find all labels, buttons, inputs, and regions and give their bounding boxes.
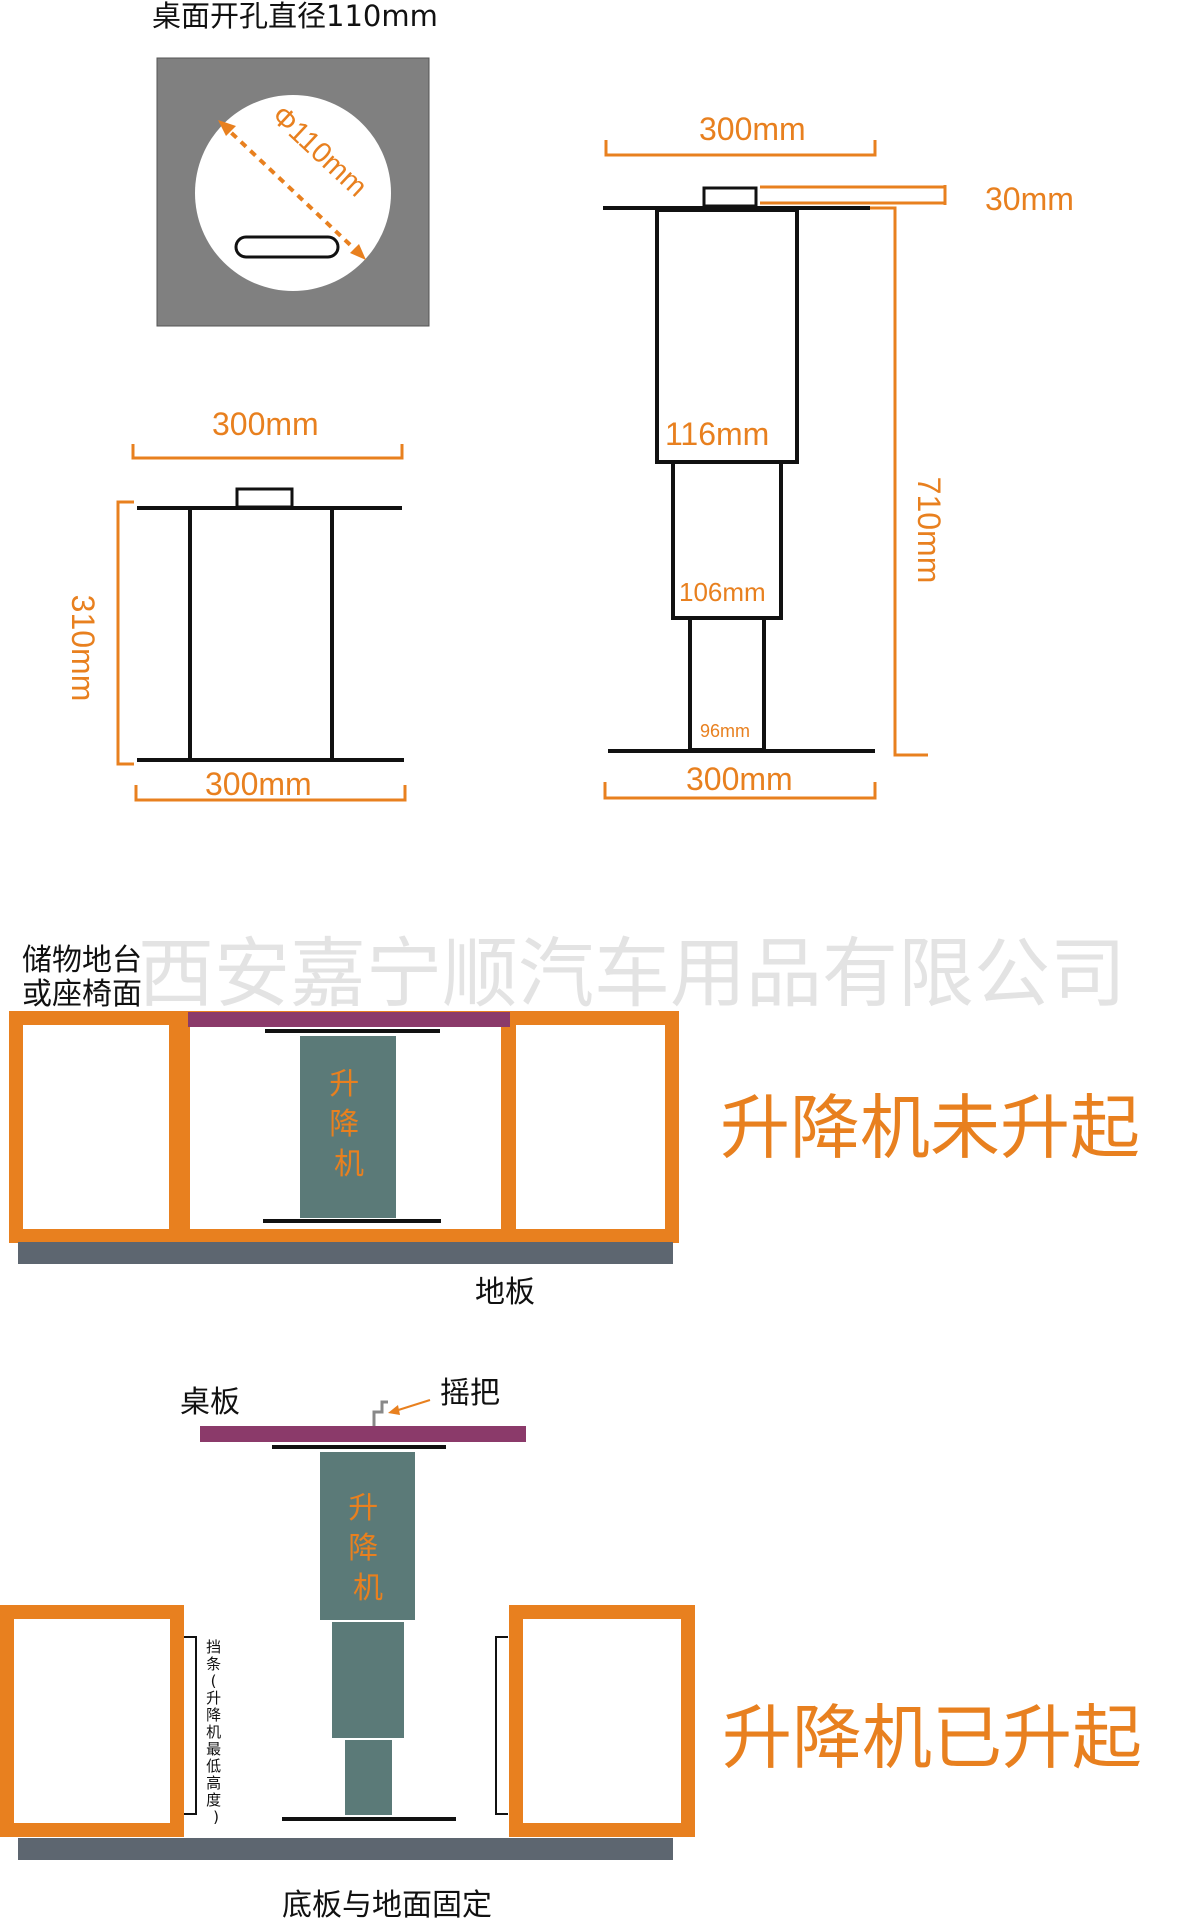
- diameter-arrow-start: [218, 120, 236, 136]
- right-frame-box-up: [509, 1605, 695, 1837]
- base-note-label: 底板与地面固定: [282, 1888, 492, 1920]
- retracted-width-bottom-label: 300mm: [205, 766, 312, 802]
- diameter-arrow-end: [350, 244, 366, 260]
- extended-width-top-bracket: [604, 140, 877, 157]
- status-not-raised: 升降机未升起: [720, 1087, 1140, 1169]
- hole-title: 桌面开孔直径110mm: [152, 0, 438, 33]
- retracted-width-top-label: 300mm: [212, 406, 319, 442]
- storage-label-line1: 储物地台: [22, 943, 142, 978]
- diameter-line: [220, 122, 364, 258]
- retracted-height-bracket: [116, 500, 134, 766]
- lift-base-plate-down: [263, 1219, 441, 1223]
- table-board-down: [188, 1012, 510, 1027]
- stop-bar-label: 挡 条 ( 升 降 机 最 低 高 度 ): [206, 1638, 226, 1826]
- stop-bar-right: [495, 1636, 508, 1815]
- stage1-width-label: 116mm: [665, 416, 769, 452]
- right-frame-box: [502, 1011, 679, 1243]
- retracted-height-label: 310mm: [65, 595, 101, 702]
- floor-bar-down: [18, 1242, 673, 1264]
- lift-base-plate-up: [282, 1817, 456, 1821]
- lift-stage3-up: [345, 1740, 392, 1815]
- crank-label: 摇把: [440, 1376, 500, 1411]
- top-thickness-label: 30mm: [985, 181, 1074, 217]
- storage-platform-label: 储物地台 或座椅面: [22, 943, 152, 1012]
- extended-width-top-label: 300mm: [699, 111, 806, 147]
- floor-label: 地板: [475, 1275, 535, 1310]
- retracted-top-cap: [235, 487, 294, 509]
- stop-bar-left: [184, 1636, 197, 1815]
- stage1-tube: [655, 208, 799, 464]
- lift-top-plate-up: [272, 1445, 446, 1449]
- lift-label-down: 升 降 机: [329, 1067, 369, 1182]
- retracted-width-bottom-bracket: [134, 785, 407, 802]
- lift-body-down: [300, 1036, 396, 1218]
- storage-label-line2: 或座椅面: [22, 977, 142, 1012]
- stage3-width-label: 96mm: [700, 721, 750, 741]
- stage3-tube: [688, 616, 766, 752]
- table-board-label: 桌板: [180, 1385, 240, 1420]
- table-board-up: [200, 1426, 526, 1442]
- lift-stage2-up: [332, 1622, 404, 1738]
- total-height-label: 710mm: [911, 477, 947, 584]
- left-frame-box: [9, 1011, 183, 1243]
- lift-stage1-up: [320, 1452, 415, 1620]
- left-frame-box-up: [0, 1605, 184, 1837]
- crank-handle: [372, 1400, 388, 1426]
- stage2-width-label: 106mm: [679, 577, 766, 607]
- status-raised: 升降机已升起: [722, 1697, 1142, 1779]
- extended-width-bottom-bracket: [603, 782, 877, 800]
- crank-pointer-arrow: [388, 1405, 400, 1415]
- extended-top-cap: [702, 186, 758, 208]
- extended-width-bottom-label: 300mm: [686, 761, 793, 797]
- top-thickness-bracket: [760, 185, 947, 205]
- retracted-width-top-bracket: [131, 444, 404, 460]
- company-watermark: 西安嘉宁顺汽车用品有限公司: [138, 929, 1126, 1018]
- lift-top-plate-down: [265, 1029, 440, 1033]
- floor-bar-up: [18, 1838, 673, 1860]
- lift-label-up: 升 降 机: [348, 1491, 388, 1606]
- slot-opening: [234, 235, 340, 259]
- stage2-tube: [671, 460, 783, 620]
- total-height-bracket: [870, 206, 928, 757]
